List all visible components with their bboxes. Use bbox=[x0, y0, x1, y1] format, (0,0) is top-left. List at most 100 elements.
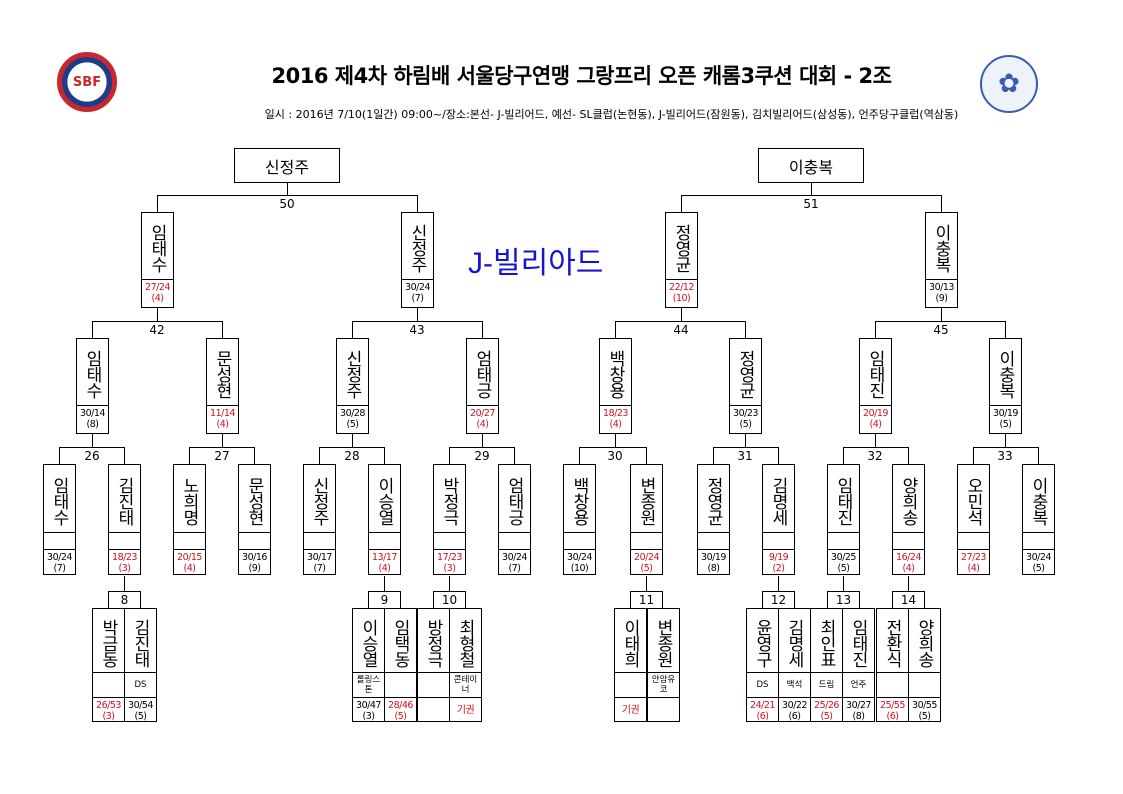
score-cell: 17/23(3) bbox=[433, 549, 466, 575]
innings: (3) bbox=[118, 563, 131, 574]
score: 22/12 bbox=[669, 282, 694, 293]
player-club bbox=[762, 532, 795, 550]
match-number: 29 bbox=[474, 449, 490, 463]
score: 30/28 bbox=[340, 408, 365, 419]
match-number: 44 bbox=[673, 323, 689, 337]
bracket-line bbox=[222, 321, 223, 338]
score: 기권 bbox=[456, 705, 475, 716]
bracket-line bbox=[875, 434, 876, 447]
player-name: 백창용 bbox=[563, 464, 596, 533]
innings: (10) bbox=[672, 293, 691, 304]
score-cell: 20/19(4) bbox=[859, 405, 892, 434]
champion-box: 이충복 bbox=[758, 148, 864, 183]
bracket-line bbox=[941, 195, 942, 212]
player-name: 방정극 bbox=[417, 608, 450, 673]
bracket-line bbox=[973, 447, 974, 464]
bracket-line bbox=[287, 183, 288, 195]
score: 30/19 bbox=[993, 408, 1018, 419]
score: 16/24 bbox=[896, 552, 921, 563]
innings: (6) bbox=[886, 711, 899, 722]
score-cell: 30/28(5) bbox=[336, 405, 369, 434]
innings: (4) bbox=[216, 419, 229, 430]
match-number: 45 bbox=[933, 323, 949, 337]
player-name: 이태희 bbox=[614, 608, 647, 673]
bracket-line bbox=[319, 447, 385, 448]
score: 27/23 bbox=[961, 552, 986, 563]
match-number: 28 bbox=[344, 449, 360, 463]
bracket-line bbox=[615, 434, 616, 447]
match-number-box: 9 bbox=[368, 591, 401, 609]
score-cell: 30/19(5) bbox=[989, 405, 1022, 434]
bracket-line bbox=[189, 447, 255, 448]
player-name: 엄태긍 bbox=[498, 464, 531, 533]
score: 26/53 bbox=[96, 700, 121, 711]
player-club bbox=[498, 532, 531, 550]
player-name: 백창용 bbox=[599, 338, 632, 406]
innings: (3) bbox=[102, 711, 115, 722]
score-cell: 30/24(7) bbox=[401, 279, 434, 308]
player-name: 신정주 bbox=[303, 464, 336, 533]
bracket-line bbox=[189, 447, 190, 464]
innings: (3) bbox=[443, 563, 456, 574]
score: 20/27 bbox=[470, 408, 495, 419]
player-club bbox=[92, 672, 125, 698]
bracket-line bbox=[59, 447, 60, 464]
score-cell: 26/53(3) bbox=[92, 697, 125, 722]
innings: (5) bbox=[346, 419, 359, 430]
bracket-line bbox=[579, 447, 580, 464]
bracket-line bbox=[713, 447, 779, 448]
player-name: 임택동 bbox=[384, 608, 417, 673]
player-name: 박금동 bbox=[92, 608, 125, 673]
score: 30/24 bbox=[567, 552, 592, 563]
player-club bbox=[238, 532, 271, 550]
innings: (4) bbox=[151, 293, 164, 304]
innings: (5) bbox=[820, 711, 833, 722]
player-name: 정영균 bbox=[697, 464, 730, 533]
player-club bbox=[957, 532, 990, 550]
player-name: 전환식 bbox=[876, 608, 909, 673]
score: 27/24 bbox=[145, 282, 170, 293]
player-club: 안암유코 bbox=[647, 672, 680, 698]
innings: (4) bbox=[609, 419, 622, 430]
bracket-line bbox=[124, 576, 125, 591]
bracket-line bbox=[615, 321, 746, 322]
innings: (5) bbox=[640, 563, 653, 574]
bracket-line bbox=[579, 447, 647, 448]
match-number-box: 11 bbox=[630, 591, 663, 609]
innings: (4) bbox=[902, 563, 915, 574]
player-club bbox=[368, 532, 401, 550]
score-cell: 20/15(4) bbox=[173, 549, 206, 575]
score-cell: 28/46(5) bbox=[384, 697, 417, 722]
score-cell: 9/19(2) bbox=[762, 549, 795, 575]
bracket-line bbox=[92, 321, 223, 322]
score-cell: 25/55(6) bbox=[876, 697, 909, 722]
player-club bbox=[433, 532, 466, 550]
bracket-line bbox=[417, 308, 418, 321]
score: 30/13 bbox=[929, 282, 954, 293]
bracket-line bbox=[157, 195, 158, 212]
score: 30/22 bbox=[782, 700, 807, 711]
bracket-line bbox=[1038, 447, 1039, 464]
score-cell: 30/24(5) bbox=[1022, 549, 1055, 575]
score-cell bbox=[647, 697, 680, 722]
score-cell: 30/47(3) bbox=[352, 697, 385, 722]
score: 25/26 bbox=[814, 700, 839, 711]
score-cell: 기권 bbox=[449, 697, 482, 722]
score: 30/54 bbox=[128, 700, 153, 711]
player-name: 임태수 bbox=[76, 338, 109, 406]
score-cell: 30/25(5) bbox=[827, 549, 860, 575]
score-cell: 27/23(4) bbox=[957, 549, 990, 575]
player-club bbox=[614, 672, 647, 698]
bracket-line bbox=[745, 434, 746, 447]
player-club bbox=[417, 672, 450, 698]
logo-text: SBF bbox=[72, 74, 102, 90]
player-club bbox=[908, 672, 941, 698]
bracket-line bbox=[646, 576, 647, 591]
innings: (5) bbox=[999, 419, 1012, 430]
innings: (7) bbox=[53, 563, 66, 574]
score: 30/24 bbox=[1026, 552, 1051, 563]
player-name: 이충복 bbox=[925, 212, 958, 280]
player-club: 언주 bbox=[842, 672, 875, 698]
bracket-line bbox=[482, 321, 483, 338]
score-cell: 30/24(7) bbox=[498, 549, 531, 575]
